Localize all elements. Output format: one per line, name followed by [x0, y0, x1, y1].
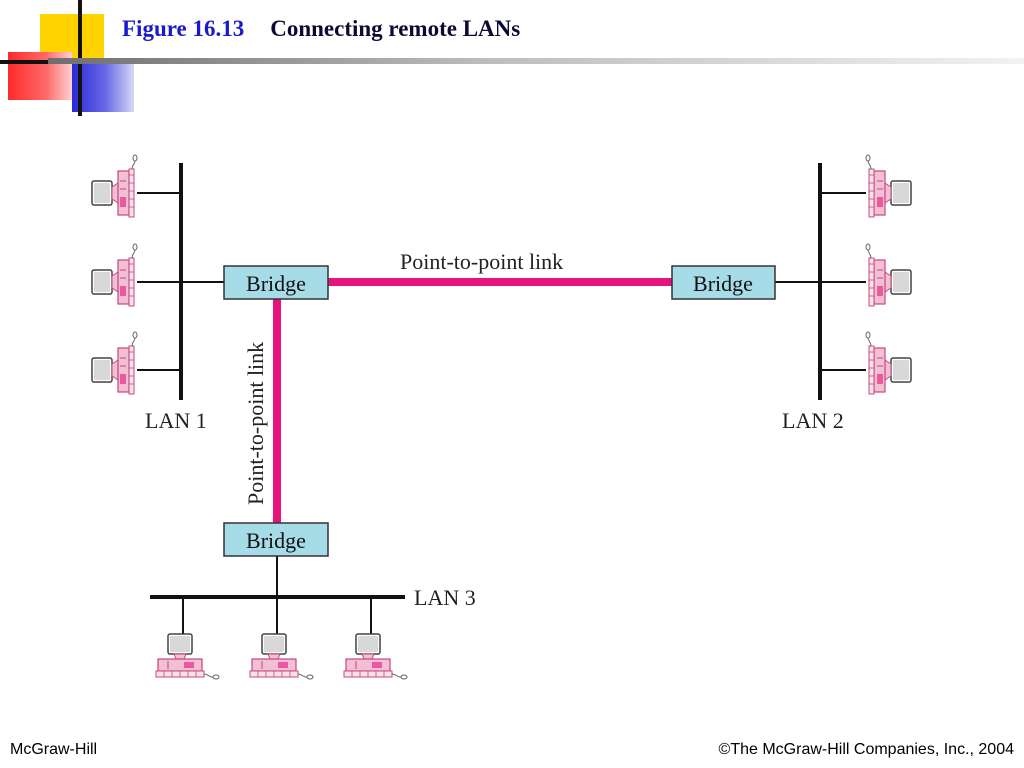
lan3-station-1	[155, 633, 220, 680]
footer-copyright: ©The McGraw-Hill Companies, Inc., 2004	[718, 741, 1014, 758]
title-rule	[48, 58, 1024, 64]
lan1-station-3	[91, 331, 138, 395]
lan2-station-3	[865, 331, 912, 395]
lan3-station-2	[249, 633, 314, 680]
bridge-lan2: Bridge	[671, 265, 776, 300]
figure-title: Connecting remote LANs	[270, 16, 521, 41]
lan1-station-2	[91, 243, 138, 307]
bridge-lan3: Bridge	[223, 522, 329, 557]
bridge-lan1-label: Bridge	[246, 271, 306, 296]
lan3-label: LAN 3	[414, 585, 476, 610]
lan1-label: LAN 1	[145, 408, 207, 433]
lan2-station-2	[865, 243, 912, 307]
lan2-station-1	[865, 154, 912, 218]
page-title: Figure 16.13 Connecting remote LANs	[122, 16, 520, 42]
link-label-horizontal: Point-to-point link	[400, 249, 563, 274]
decor-blue-square	[72, 62, 134, 112]
lan3-station-3	[343, 633, 408, 680]
bridge-lan3-label: Bridge	[246, 528, 306, 553]
bridge-lan2-label: Bridge	[693, 271, 753, 296]
lan1-station-1	[91, 154, 138, 218]
footer-publisher: McGraw-Hill	[10, 741, 98, 758]
link-label-vertical: Point-to-point link	[243, 342, 268, 505]
lan2-label: LAN 2	[782, 408, 844, 433]
bridge-lan1: Bridge	[223, 265, 329, 300]
figure-number: Figure 16.13	[122, 16, 245, 41]
